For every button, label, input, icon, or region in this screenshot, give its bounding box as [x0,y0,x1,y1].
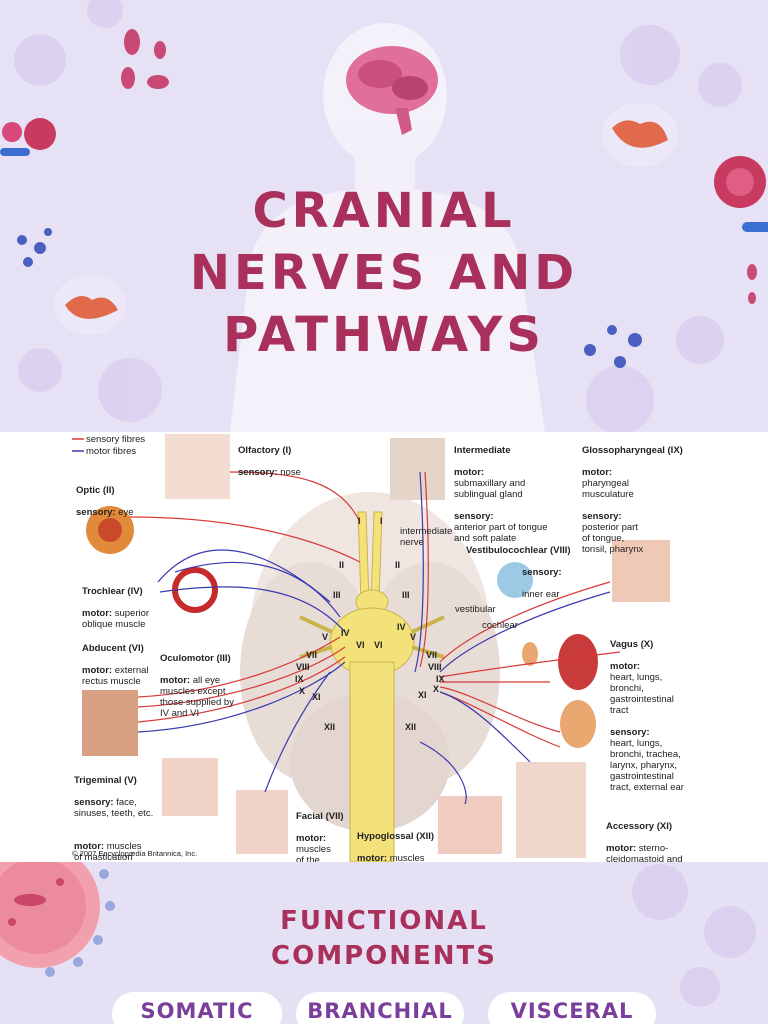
title-line-1: CRANIAL [252,183,516,239]
numeral-label: VI [356,640,365,650]
functional-components-title: FUNCTIONAL COMPONENTS [0,904,768,974]
numeral-label: X [299,686,306,696]
fc-title-line-2: COMPONENTS [271,941,497,971]
raspberry-cell-icon [0,118,768,232]
numeral-label: IV [397,622,406,632]
numeral-label: XI [418,690,427,700]
hero-decoration [0,0,768,432]
annotation-intermediate-nerve: intermediate nerve [400,526,453,548]
anatomy-thumbnails [82,434,670,858]
copyright-notice: © 2007 Encyclopædia Britannica, Inc. [72,849,198,858]
numeral-label: IX [295,674,304,684]
numeral-label: VII [426,650,438,660]
numeral-label: XII [324,722,336,732]
legend-sensory-label: sensory fibres [86,434,146,445]
label-oculomotor: Oculomotor (III) motor: all eye muscles … [160,653,234,719]
faint-cells [632,864,756,1007]
numeral-label: VIII [428,662,442,672]
annotation-vestibular: vestibular [455,604,496,615]
numeral-label: XI [312,692,321,702]
brain-icon [346,46,438,135]
label-accessory: Accessory (XI) motor: sterno- cleidomast… [606,821,683,862]
numeral-label: III [402,590,410,600]
branchial-button[interactable]: BRANCHIAL [296,992,464,1024]
annotation-cochlear: cochlear [482,620,518,631]
numeral-label: VIII [296,662,310,672]
numeral-label: IV [341,628,350,638]
visceral-button[interactable]: VISCERAL [488,992,656,1024]
numeral-label: III [333,590,341,600]
immune-cell-icon [54,103,678,335]
title-line-2: NERVES AND [189,245,579,301]
numeral-label: II [339,560,345,570]
virus-icon [0,862,115,977]
label-optic: Optic (II) sensory: eye [76,485,134,518]
label-vestibulocochlear: Vestibulocochlear (VIII) sensory: inner … [466,545,571,600]
label-vagus: Vagus (X) motor:heart, lungs, bronchi, g… [610,639,684,793]
bacteria-icon [17,228,642,368]
somatic-button[interactable]: SOMATIC [112,992,282,1024]
numeral-label: V [322,632,329,642]
sensory-pathways [129,471,621,748]
numeral-label: V [410,632,417,642]
label-abducent: Abducent (VI) motor: external rectus mus… [82,643,149,687]
functional-components-section: FUNCTIONAL COMPONENTS SOMATIC BRANCHIAL … [0,862,768,1024]
numeral-label: I [358,516,361,526]
numeral-label: VI [374,640,383,650]
motor-pathways [137,471,611,805]
numeral-label: X [433,684,440,694]
label-olfactory: Olfactory (I) sensory: nose [238,445,301,478]
page-title: CRANIAL NERVES AND PATHWAYS [0,180,768,366]
numeral-label: VII [306,650,318,660]
brainstem [299,511,445,862]
numeral-label: II [395,560,401,570]
hero-banner: CRANIAL NERVES AND PATHWAYS [0,0,768,432]
legend-motor-label: motor fibres [86,446,137,457]
blood-cells-icon [121,29,757,304]
numeral-label: I [380,516,383,526]
numeral-label: XII [405,722,417,732]
label-trochlear: Trochlear (IV) motor: superior oblique m… [82,586,150,630]
diagram-artwork [72,434,670,862]
label-intermediate: Intermediate motor:submaxillary and subl… [454,445,548,544]
label-facial: Facial (VII) motor:muscles of the face [296,811,344,862]
label-hypoglossal: Hypoglossal (XII) motor: muscles of the … [357,831,435,862]
fc-title-line-1: FUNCTIONAL [280,906,488,936]
numeral-label: IX [436,674,445,684]
footer-decoration [0,862,756,1007]
cranial-nerves-diagram: I I II II III III IV IV V V VI VI VII VI… [0,432,768,862]
title-line-3: PATHWAYS [223,307,545,363]
label-trigeminal: Trigeminal (V) sensory: face, sinuses, t… [74,775,154,862]
label-glossopharyngeal: Glossopharyngeal (IX) motor:pharyngeal m… [582,445,683,555]
